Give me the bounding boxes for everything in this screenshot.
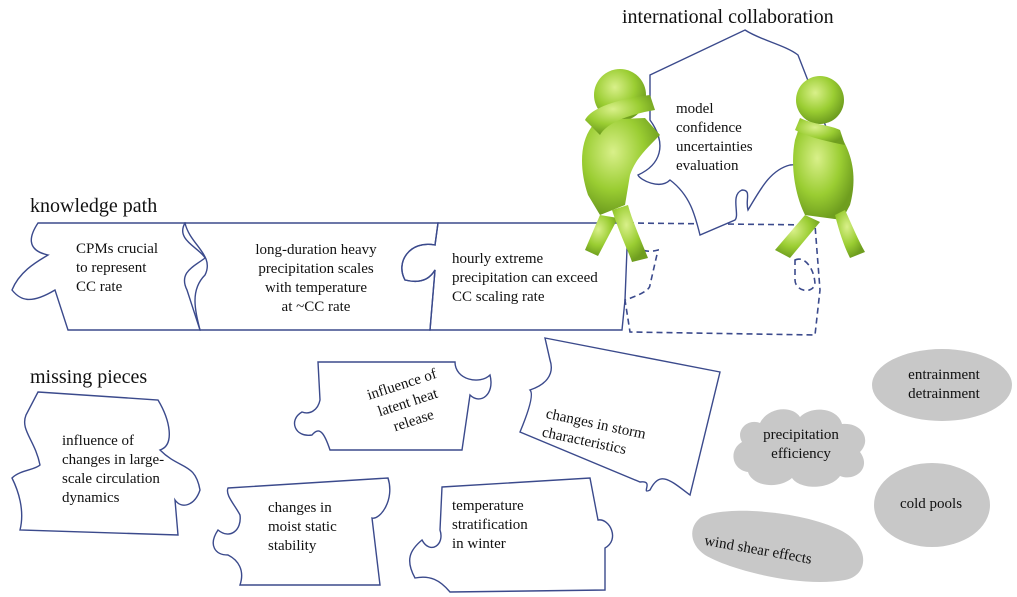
- precipitation-efficiency-text: precipitation efficiency: [763, 427, 839, 462]
- missing-slot-notch: [794, 258, 816, 292]
- wind-shear-blob: [692, 510, 864, 582]
- cold-pools-text: cold pools: [899, 496, 963, 512]
- knowledge-piece-2-text: long-duration heavy precipitation scales…: [255, 242, 377, 315]
- missing-large-scale-text: influence of changes in large- scale cir…: [62, 433, 165, 506]
- entrainment-text: entrainment detrainment: [908, 367, 980, 402]
- knowledge-piece-1-text: CPMs crucial to represent CC rate: [76, 241, 159, 295]
- left-figure-icon: [582, 69, 660, 262]
- heading-international-collaboration: international collaboration: [622, 6, 834, 28]
- precipitation-efficiency-cloud: [733, 409, 866, 487]
- missing-piece-latent-heat: [293, 361, 492, 451]
- collaboration-piece-text: model confidence uncertainties evaluatio…: [676, 101, 753, 174]
- missing-moist-static-text: changes in moist static stability: [268, 500, 337, 554]
- entrainment-blob: [872, 349, 1012, 421]
- cold-pools-blob: [874, 463, 990, 547]
- knowledge-piece-1: [11, 222, 206, 331]
- heading-knowledge-path: knowledge path: [30, 195, 158, 217]
- missing-piece-storm: [519, 337, 721, 497]
- heading-missing-pieces: missing pieces: [30, 366, 148, 388]
- missing-piece-large-scale: [11, 391, 201, 536]
- missing-temperature-text: temperature stratification in winter: [452, 498, 528, 552]
- right-figure-icon: [775, 76, 865, 258]
- missing-piece-temperature: [408, 477, 614, 593]
- knowledge-piece-3: [401, 222, 629, 331]
- knowledge-piece-3-text: hourly extreme precipitation can exceed …: [452, 251, 598, 305]
- knowledge-piece-missing: [624, 222, 821, 336]
- missing-piece-moist-static: [212, 477, 391, 586]
